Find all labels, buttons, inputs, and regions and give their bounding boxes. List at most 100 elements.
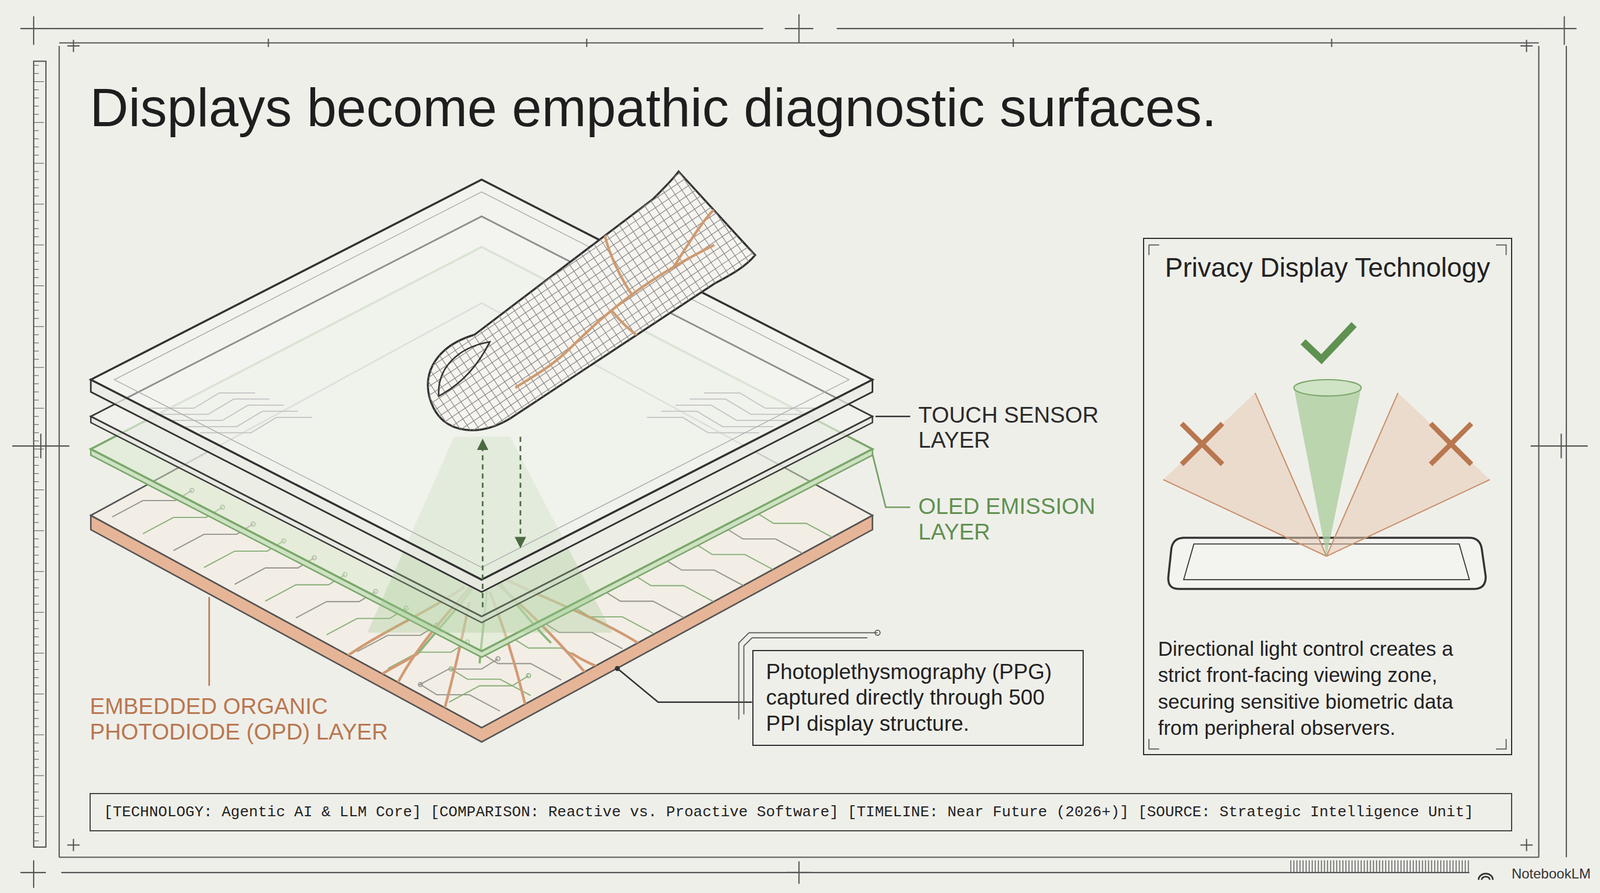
- frame-line: [1563, 16, 1566, 45]
- ruler-tick: [33, 252, 39, 254]
- hatch-line: [1296, 860, 1298, 873]
- ruler-tick: [33, 326, 45, 327]
- mesh-line: [387, 0, 796, 333]
- hatch-line: [1434, 860, 1435, 873]
- hatch-line: [1363, 860, 1365, 873]
- ruler-tick: [33, 375, 39, 376]
- mesh-line: [387, 205, 796, 478]
- ruler-tick: [33, 212, 39, 213]
- ruler-tick: [33, 440, 39, 442]
- hatch-line: [1458, 860, 1460, 873]
- mesh-line: [387, 187, 796, 460]
- fan-line: [1326, 479, 1491, 557]
- mesh-line: [387, 113, 796, 387]
- ruler-tick: [33, 146, 39, 148]
- leader-line: [617, 668, 753, 703]
- hatch-line: [1354, 860, 1356, 873]
- ruler-tick: [33, 709, 39, 711]
- ruler-tick: [33, 775, 45, 777]
- frame-line: [59, 856, 1539, 859]
- vein: [571, 652, 623, 676]
- hatch-line: [1406, 860, 1408, 873]
- hatch-line: [1320, 860, 1322, 873]
- hatch-line: [1425, 860, 1426, 873]
- hatch-line: [1443, 860, 1445, 873]
- ruler-tick: [33, 522, 39, 523]
- mesh-line: [387, 0, 796, 305]
- ruler-tick: [33, 497, 39, 499]
- hatch-line: [1361, 860, 1362, 873]
- hatch-line: [1302, 860, 1304, 873]
- box-text: [TECHNOLOGY: Agentic AI & LLM Core] [COM…: [103, 803, 1474, 821]
- ruler-tick: [33, 383, 39, 385]
- ruler-tick: [33, 800, 39, 801]
- mesh-line: [387, 169, 796, 442]
- mesh-line: [387, 288, 796, 561]
- frame-line: [33, 16, 35, 45]
- ruler-tick: [33, 138, 39, 139]
- ruler-tick: [33, 816, 45, 817]
- frame-line: [1526, 838, 1528, 852]
- mesh-line: [387, 0, 796, 391]
- hatch-line: [1327, 860, 1328, 873]
- hatch-line: [1391, 860, 1392, 873]
- ruler-tick: [33, 179, 39, 180]
- ruler-tick: [33, 432, 39, 434]
- mesh-line: [387, 206, 796, 819]
- mesh-line: [387, 0, 796, 505]
- frame-line: [72, 838, 74, 852]
- ruler-tick: [33, 734, 45, 735]
- corner-bracket: [1495, 244, 1507, 256]
- ruler-tick: [33, 579, 39, 581]
- circuit-pad: [526, 673, 531, 678]
- hatch-line: [1427, 860, 1429, 873]
- hatch-line: [1318, 860, 1319, 873]
- frame-line: [836, 27, 1541, 30]
- frame-tick: [1330, 38, 1332, 48]
- ruler-tick: [33, 358, 39, 360]
- fingernail: [438, 341, 490, 396]
- hatch-line: [1412, 860, 1414, 873]
- signal-arrow: [481, 440, 484, 607]
- mesh-line: [387, 120, 796, 733]
- mesh-line: [387, 0, 796, 462]
- ruler-tick: [33, 170, 39, 172]
- ruler-tick: [33, 620, 39, 621]
- frame-line: [51, 27, 764, 30]
- frame-line: [40, 433, 42, 459]
- callout-box: Photoplethysmography (PPG) captured dire…: [752, 650, 1084, 746]
- circuit-trace: [604, 591, 684, 619]
- ruler-tick: [33, 350, 39, 352]
- mesh-line: [387, 234, 796, 848]
- watermark: NotebookLM: [1509, 866, 1594, 882]
- ruler-tick: [33, 538, 39, 539]
- mesh-line: [387, 224, 796, 497]
- ruler-tick: [33, 228, 39, 230]
- ruler-tick: [33, 473, 39, 474]
- ruler-tick: [33, 154, 39, 156]
- frame: [12, 14, 1588, 889]
- hatch-line: [1440, 860, 1442, 873]
- ruler-tick: [33, 562, 39, 564]
- finger-vein: [673, 209, 714, 268]
- hatch-line: [1323, 860, 1325, 873]
- mesh-line: [387, 0, 796, 491]
- ruler-tick: [33, 195, 39, 197]
- frame-line: [33, 860, 35, 888]
- ruler-tick: [33, 187, 39, 188]
- circuit-trace: [756, 513, 837, 541]
- frame-line: [1526, 39, 1528, 52]
- ruler-tick: [33, 269, 39, 270]
- mesh-line: [387, 177, 796, 790]
- ruler-tick: [33, 481, 39, 482]
- ruler-tick: [33, 81, 45, 82]
- vein: [367, 652, 419, 684]
- layer-label: EMBEDDED ORGANIC PHOTODIODE (OPD) LAYER: [89, 693, 442, 744]
- mesh-line: [387, 251, 796, 524]
- corner-bracket: [1495, 738, 1507, 750]
- circuit-trace: [695, 544, 776, 571]
- circuit-trace: [512, 637, 592, 665]
- mesh-line: [387, 215, 796, 488]
- ruler-tick: [33, 301, 39, 303]
- hatch-line: [1342, 860, 1344, 873]
